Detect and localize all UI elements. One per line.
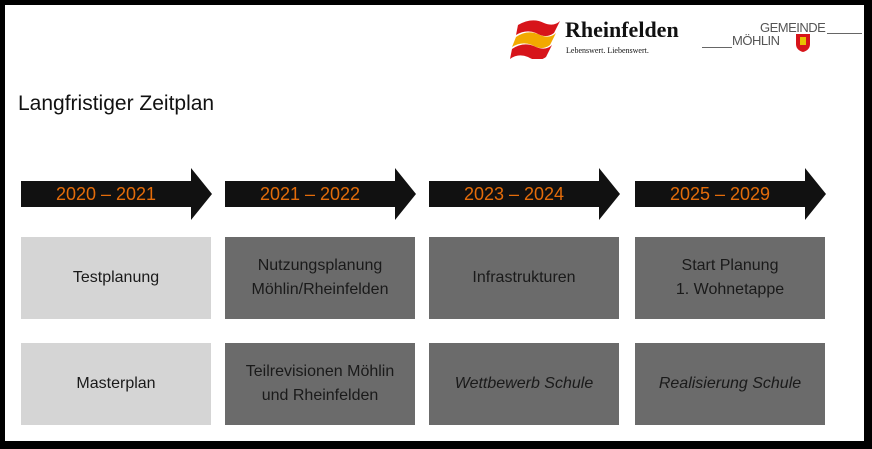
moehlin-line2: MÖHLIN	[732, 33, 780, 48]
period-label: 2023 – 2024	[463, 184, 565, 204]
timeline-arrow: 2021 – 2022	[225, 168, 416, 220]
phase-box-row2: Realisierung Schule	[635, 343, 825, 425]
moehlin-logo: GEMEINDE MÖHLIN	[702, 17, 862, 62]
phase-box-row2: Teilrevisionen Möhlin und Rheinfelden	[225, 343, 415, 425]
timeline-arrow: 2020 – 2021	[21, 168, 212, 220]
phase-box-row1: Nutzungsplanung Möhlin/Rheinfelden	[225, 237, 415, 319]
rheinfelden-flag-icon	[510, 20, 560, 59]
moehlin-crest-icon	[796, 34, 810, 52]
phase-box-row2: Wettbewerb Schule	[429, 343, 619, 425]
moehlin-line1: GEMEINDE	[760, 20, 826, 35]
period-label: 2020 – 2021	[55, 184, 157, 204]
rheinfelden-name: Rheinfelden	[565, 17, 679, 42]
phase-box-row1: Infrastrukturen	[429, 237, 619, 319]
period-label: 2025 – 2029	[669, 184, 771, 204]
page-title: Langfristiger Zeitplan	[18, 92, 215, 115]
period-label: 2021 – 2022	[259, 184, 361, 204]
rheinfelden-tagline: Lebenswert. Liebenswert.	[566, 46, 649, 55]
slide: Rheinfelden Lebenswert. Liebenswert. GEM…	[5, 5, 864, 441]
phase-box-row2: Masterplan	[21, 343, 211, 425]
timeline-arrow: 2025 – 2029	[635, 168, 826, 220]
phase-box-row1: Testplanung	[21, 237, 211, 319]
phase-box-row1: Start Planung 1. Wohnetappe	[635, 237, 825, 319]
rheinfelden-logo: Rheinfelden Lebenswert. Liebenswert.	[510, 15, 690, 60]
timeline-arrow: 2023 – 2024	[429, 168, 620, 220]
